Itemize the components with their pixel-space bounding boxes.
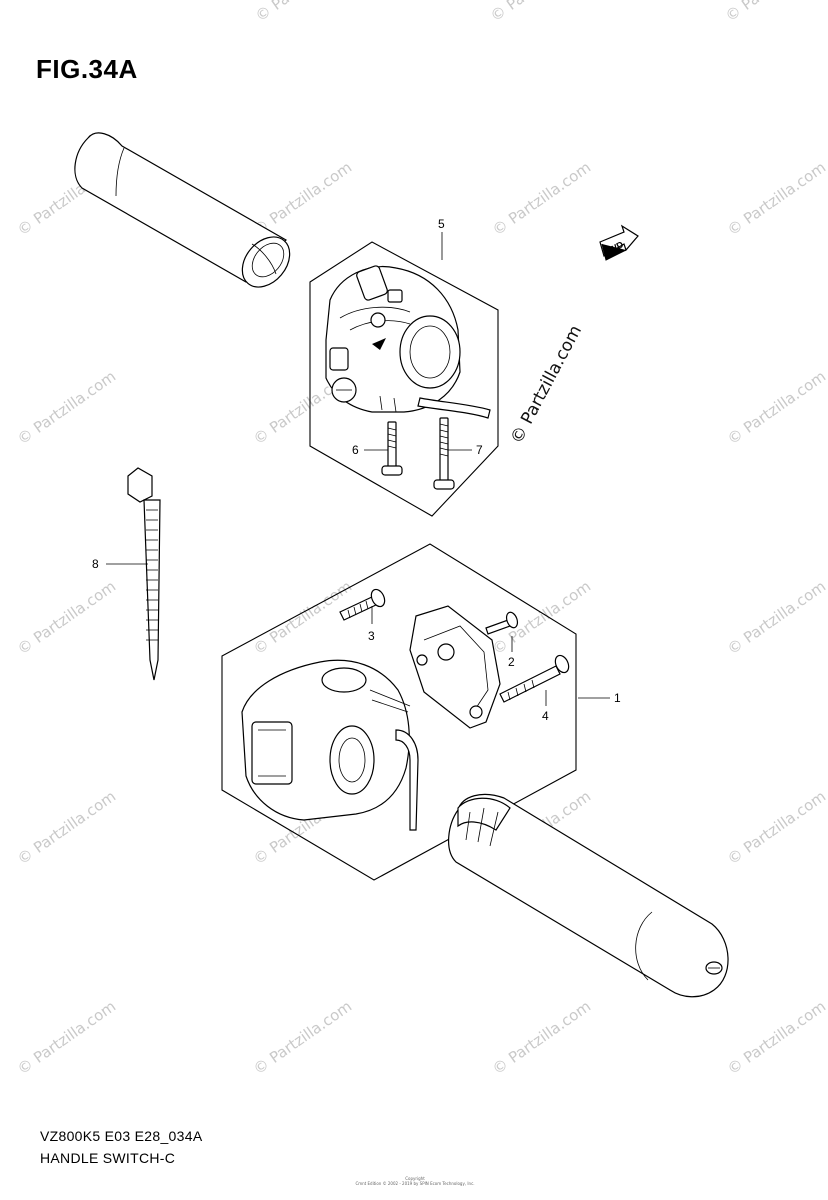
watermark: © Partzilla.com xyxy=(724,997,828,1078)
watermark: © Partzilla.com xyxy=(250,577,355,658)
callout-6: 6 xyxy=(352,443,359,457)
figure-code: VZ800K5 E03 E28_034A xyxy=(40,1128,203,1144)
watermark: © Partzilla.com xyxy=(250,997,355,1078)
grip-throttle xyxy=(448,793,729,998)
copyright-line2: Cmnt Edition © 2002 - 2019 by SPIN Ecom … xyxy=(355,1181,475,1186)
watermark: © Partzilla.com xyxy=(14,997,119,1078)
watermark: © Partzilla.com xyxy=(724,577,828,658)
copyright-line1: Copyright xyxy=(405,1176,425,1181)
callout-8: 8 xyxy=(92,557,99,571)
watermark-main: © Partzilla.com xyxy=(507,322,586,447)
watermark: © Partzilla.com xyxy=(14,577,119,658)
callout-7: 7 xyxy=(476,443,483,457)
figure-name: HANDLE SWITCH-C xyxy=(40,1150,176,1166)
callout-3: 3 xyxy=(368,629,375,643)
watermark: © Partzilla.com xyxy=(252,0,357,25)
watermark: © Partzilla.com xyxy=(722,0,827,25)
upper-switch-assembly xyxy=(309,241,499,517)
watermark: © Partzilla.com xyxy=(14,787,119,868)
cable-tie xyxy=(127,467,161,681)
forward-arrow-icon: FWD xyxy=(599,224,639,261)
watermark: © Partzilla.com xyxy=(250,158,355,239)
watermark: © Partzilla.com xyxy=(14,367,119,448)
callout-4: 4 xyxy=(542,709,549,723)
watermark: © Partzilla.com xyxy=(489,997,594,1078)
watermark: © Partzilla.com xyxy=(489,158,594,239)
callout-1: 1 xyxy=(614,691,621,705)
lower-switch-assembly xyxy=(221,543,577,881)
watermark: © Partzilla.com xyxy=(489,577,594,658)
watermark: © Partzilla.com xyxy=(487,0,592,25)
watermark: © Partzilla.com xyxy=(724,158,828,239)
callout-5: 5 xyxy=(438,217,445,231)
grip-upper xyxy=(74,132,291,288)
copyright-notice: Copyright Cmnt Edition © 2002 - 2019 by … xyxy=(300,1176,530,1186)
watermark: © Partzilla.com xyxy=(724,367,828,448)
callout-2: 2 xyxy=(508,655,515,669)
watermark: © Partzilla.com xyxy=(724,787,828,868)
leader-lines xyxy=(106,232,610,706)
figure-title: FIG.34A xyxy=(36,54,138,84)
